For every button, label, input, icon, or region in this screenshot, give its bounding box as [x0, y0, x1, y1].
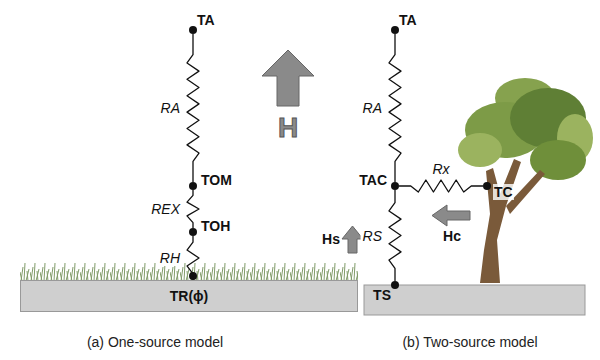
terminal-dot: TOH	[189, 228, 197, 236]
resistor-symbol	[389, 34, 401, 182]
terminal-label: TC	[493, 184, 514, 200]
tree-canopy	[458, 133, 502, 167]
resistance-label: RA	[361, 100, 384, 116]
surface-label: TR(ϕ)	[170, 288, 208, 304]
tree-trunk	[480, 159, 521, 283]
terminal-label: TS	[373, 287, 391, 303]
panel-caption: (b) Two-source model	[402, 333, 537, 351]
resistance-label: RA	[159, 100, 182, 116]
resistance-label: RH	[158, 250, 182, 266]
terminal-dot: TA	[189, 26, 197, 34]
flux-arrow	[262, 50, 314, 106]
resistor-symbol	[389, 190, 401, 281]
tree	[458, 78, 593, 283]
terminal-label: TOM	[201, 172, 232, 188]
terminal-dot: TAC	[391, 182, 399, 190]
terminal-label: TAC	[359, 172, 387, 188]
ground-surface: TR(ϕ)	[20, 280, 358, 312]
resistor-symbol	[187, 236, 199, 280]
flux-symbol: H	[278, 112, 298, 144]
flux-arrow	[432, 205, 470, 226]
resistor-symbol	[399, 180, 483, 192]
flux-label: Hc	[443, 227, 461, 245]
terminal-label: TA	[399, 12, 417, 28]
panel-caption: (a) One-source model	[87, 333, 223, 351]
terminal-dot: TOM	[189, 182, 197, 190]
terminal-dot: TS	[391, 281, 399, 289]
resistance-label: RS	[361, 228, 384, 244]
terminal-label: TA	[197, 12, 215, 28]
flux-label: Hs	[322, 230, 340, 248]
resistance-label: REX	[149, 201, 182, 217]
terminal-dot: TC	[483, 182, 491, 190]
ground-band	[364, 285, 585, 315]
terminal-dot: TA	[391, 26, 399, 34]
resistor-symbol	[187, 190, 199, 228]
resistance-label: Rx	[430, 161, 451, 177]
resistor-symbol	[187, 34, 199, 182]
terminal-label: TOH	[201, 218, 230, 234]
